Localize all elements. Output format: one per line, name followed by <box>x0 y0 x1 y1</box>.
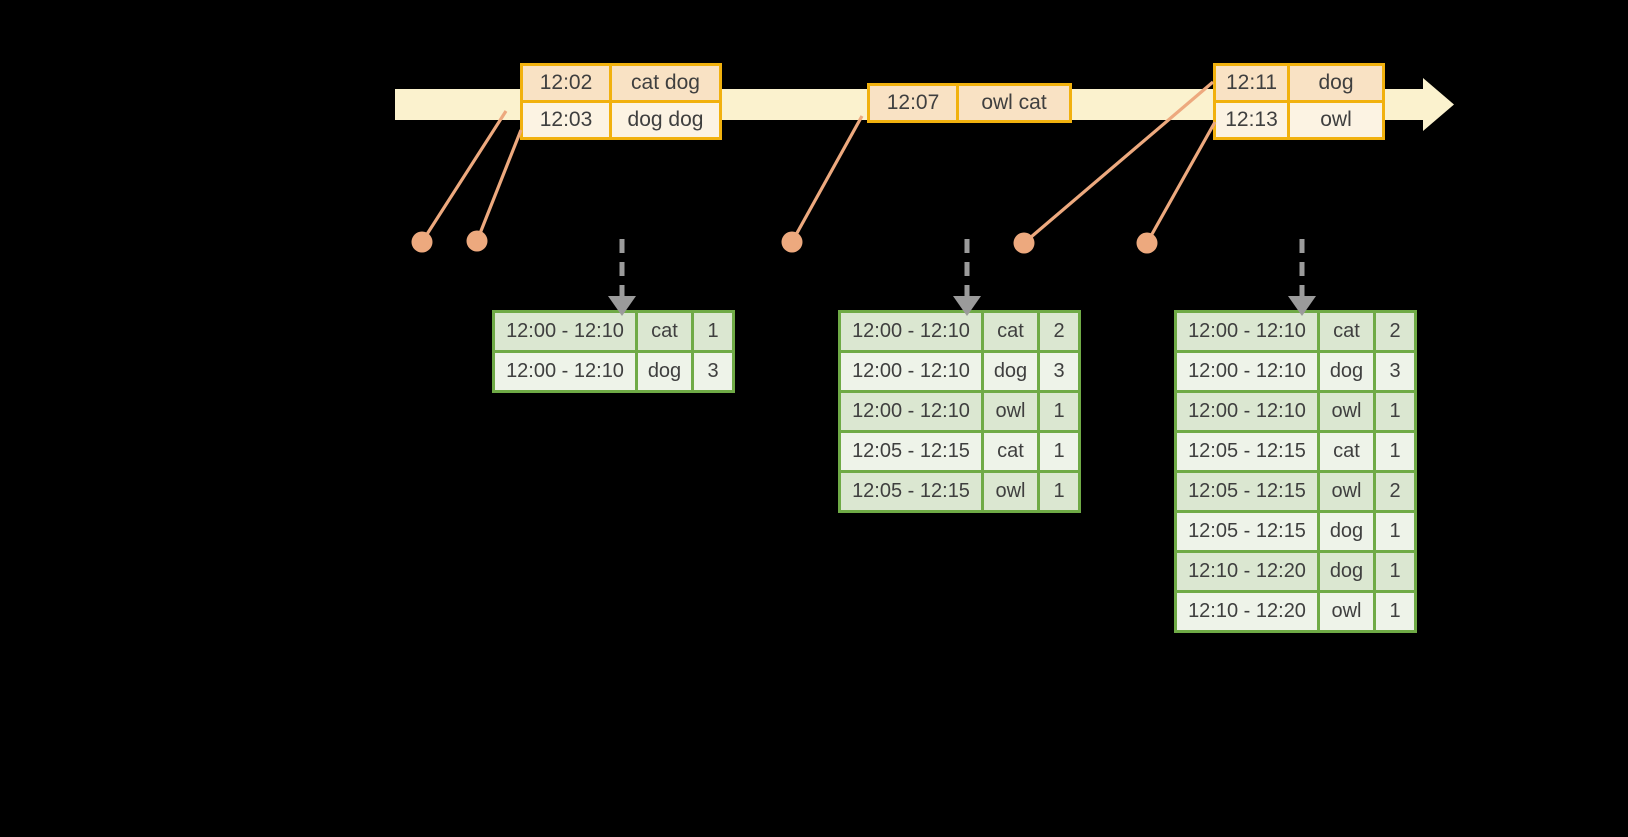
timeline-arrowhead-icon <box>1423 78 1454 131</box>
etime-cell: 12:13 <box>1216 103 1287 137</box>
count-cell: 2 <box>1376 473 1414 510</box>
event-time-dot <box>1013 232 1035 254</box>
count-cell: 1 <box>1376 513 1414 550</box>
event-connector-line <box>420 110 508 243</box>
window-cell: 12:05 - 12:15 <box>841 433 981 470</box>
window-cell: 12:00 - 12:10 <box>495 313 635 350</box>
event-time-dot <box>411 231 433 253</box>
window-cell: 12:10 - 12:20 <box>1177 553 1317 590</box>
event-connector-line <box>1145 121 1217 244</box>
word-cell: owl <box>984 393 1037 430</box>
count-cell: 3 <box>1376 353 1414 390</box>
word-cell: owl <box>984 473 1037 510</box>
word-cell: cat <box>1320 433 1373 470</box>
word-cell: dog <box>1320 553 1373 590</box>
word-cell: dog <box>1320 513 1373 550</box>
event-connector-line <box>790 115 864 243</box>
word-cell: cat <box>1320 313 1373 350</box>
window-cell: 12:00 - 12:10 <box>841 313 981 350</box>
count-cell: 1 <box>1376 553 1414 590</box>
ewords-cell: owl <box>1290 103 1382 137</box>
etime-cell: 12:11 <box>1216 66 1287 100</box>
window-cell: 12:00 - 12:10 <box>1177 353 1317 390</box>
word-cell: cat <box>638 313 691 350</box>
etime-cell: 12:07 <box>870 86 956 120</box>
count-cell: 2 <box>1040 313 1078 350</box>
count-cell: 1 <box>1040 433 1078 470</box>
count-cell: 1 <box>1376 433 1414 470</box>
count-cell: 3 <box>1040 353 1078 390</box>
window-cell: 12:00 - 12:10 <box>841 393 981 430</box>
count-cell: 1 <box>1040 473 1078 510</box>
word-cell: owl <box>1320 473 1373 510</box>
event-time-dot <box>466 230 488 252</box>
window-cell: 12:00 - 12:10 <box>1177 393 1317 430</box>
etime-cell: 12:03 <box>523 103 609 137</box>
window-cell: 12:05 - 12:15 <box>841 473 981 510</box>
ewords-cell: cat dog <box>612 66 719 100</box>
word-cell: dog <box>984 353 1037 390</box>
event-connector-line <box>475 129 523 242</box>
etime-cell: 12:02 <box>523 66 609 100</box>
window-cell: 12:05 - 12:15 <box>1177 513 1317 550</box>
window-cell: 12:00 - 12:10 <box>1177 313 1317 350</box>
event-time-dot <box>1136 232 1158 254</box>
window-cell: 12:10 - 12:20 <box>1177 593 1317 630</box>
count-cell: 1 <box>1376 593 1414 630</box>
window-cell: 12:05 - 12:15 <box>1177 433 1317 470</box>
word-cell: owl <box>1320 593 1373 630</box>
event-time-dot <box>781 231 803 253</box>
word-cell: dog <box>638 353 691 390</box>
word-cell: cat <box>984 313 1037 350</box>
word-cell: dog <box>1320 353 1373 390</box>
ewords-cell: owl cat <box>959 86 1069 120</box>
count-cell: 3 <box>694 353 732 390</box>
ewords-cell: dog dog <box>612 103 719 137</box>
ewords-cell: dog <box>1290 66 1382 100</box>
count-cell: 1 <box>1040 393 1078 430</box>
window-cell: 12:00 - 12:10 <box>495 353 635 390</box>
count-cell: 1 <box>1376 393 1414 430</box>
count-cell: 2 <box>1376 313 1414 350</box>
word-cell: owl <box>1320 393 1373 430</box>
count-cell: 1 <box>694 313 732 350</box>
window-cell: 12:05 - 12:15 <box>1177 473 1317 510</box>
window-cell: 12:00 - 12:10 <box>841 353 981 390</box>
word-cell: cat <box>984 433 1037 470</box>
